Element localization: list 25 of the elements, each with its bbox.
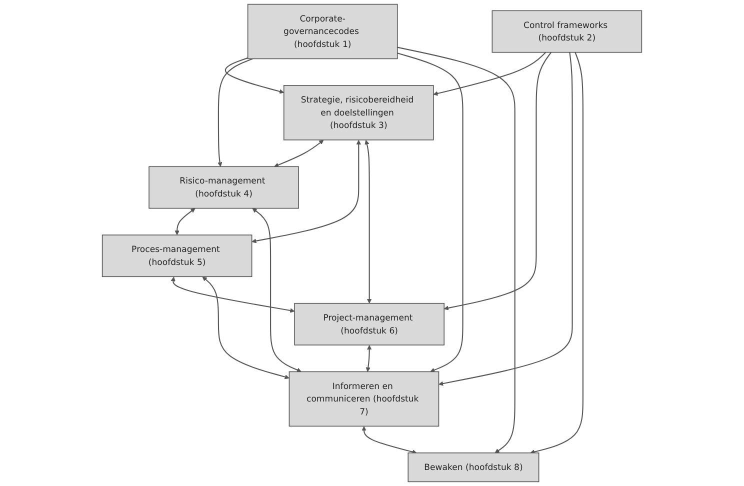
arrow [252, 140, 361, 244]
arrow [366, 345, 372, 372]
arrow [224, 57, 284, 94]
node-box: Bewaken (hoofdstuk 8) [408, 452, 540, 482]
node-box: Corporate-governancecodes (hoofdstuk 1) [247, 4, 398, 60]
node-box: Control frameworks (hoofdstuk 2) [492, 10, 642, 53]
arrow [362, 426, 417, 454]
node-box: Proces-management (hoofdstuk 5) [102, 234, 252, 278]
arrow [438, 52, 573, 386]
arrow [170, 276, 295, 313]
arrow [364, 140, 372, 304]
node-box: Informeren en communiceren (hoofdstuk 7) [288, 371, 440, 427]
node-box: Project-management (hoofdstuk 6) [294, 302, 444, 346]
arrow [397, 52, 464, 372]
node-box: Strategie, risicobereidheid en doelstellingen (hoofdstuk 3) [283, 85, 434, 140]
arrow [444, 52, 552, 310]
arrow [397, 46, 516, 454]
arrow [530, 52, 584, 454]
arrow [274, 140, 324, 168]
arrow [252, 208, 302, 372]
node-box: Risico-management (hoofdstuk 4) [148, 166, 299, 209]
arrow [202, 276, 290, 380]
arrow [218, 58, 253, 167]
arrow [174, 208, 196, 236]
arrow [433, 52, 546, 96]
